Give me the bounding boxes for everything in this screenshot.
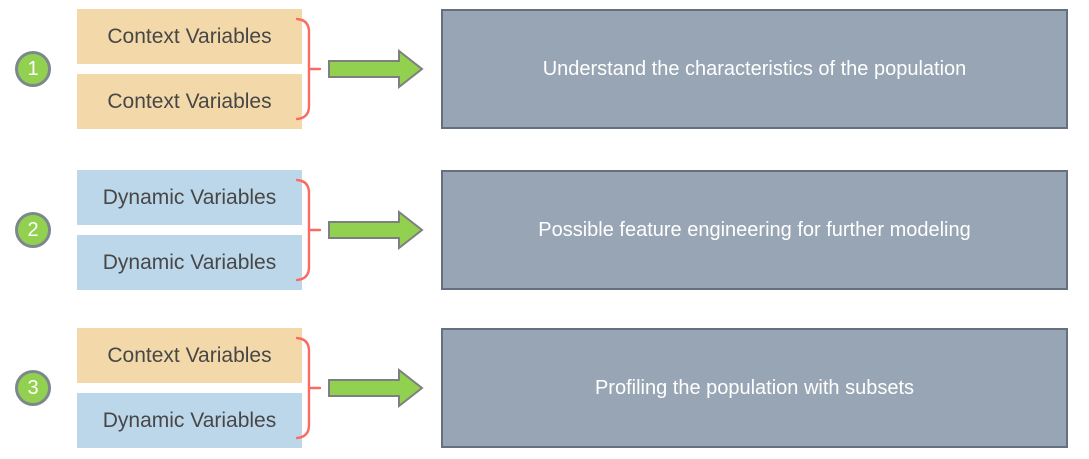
input-box-label: Context Variables [107,89,272,113]
outcome-box: Possible feature engineering for further… [441,170,1068,290]
outcome-label: Profiling the population with subsets [594,376,915,399]
step-number: 2 [27,219,39,241]
input-box-context: Context Variables [77,9,302,64]
step-number: 1 [27,58,39,80]
input-box-label: Dynamic Variables [102,250,277,274]
input-box-group: Dynamic Variables Dynamic Variables [77,170,302,290]
input-box-dynamic: Dynamic Variables [77,393,302,448]
outcome-box: Understand the characteristics of the po… [441,9,1068,129]
input-box-context: Context Variables [77,74,302,129]
step-row-3: 3 Context Variables Dynamic Variables Pr… [0,326,1068,450]
input-box-label: Dynamic Variables [102,408,277,432]
input-box-dynamic: Dynamic Variables [77,235,302,290]
step-number-badge: 1 [15,51,51,87]
arrow-right-icon [328,210,424,250]
right-brace-icon [295,336,322,440]
input-box-label: Context Variables [107,343,272,367]
right-brace-icon [295,17,322,121]
input-box-context: Context Variables [77,328,302,383]
step-row-1: 1 Context Variables Context Variables Un… [0,8,1068,130]
step-row-2: 2 Dynamic Variables Dynamic Variables Po… [0,168,1068,292]
arrow-right-icon [328,49,424,89]
outcome-label: Understand the characteristics of the po… [542,57,967,80]
input-box-group: Context Variables Context Variables [77,9,302,129]
outcome-box: Profiling the population with subsets [441,328,1068,448]
input-box-dynamic: Dynamic Variables [77,170,302,225]
input-box-group: Context Variables Dynamic Variables [77,328,302,448]
step-number-badge: 3 [15,370,51,406]
input-box-label: Dynamic Variables [102,185,277,209]
step-number: 3 [27,377,39,399]
outcome-label: Possible feature engineering for further… [538,218,971,241]
input-box-label: Context Variables [107,24,272,48]
step-number-badge: 2 [15,212,51,248]
arrow-right-icon [328,368,424,408]
right-brace-icon [295,178,322,282]
